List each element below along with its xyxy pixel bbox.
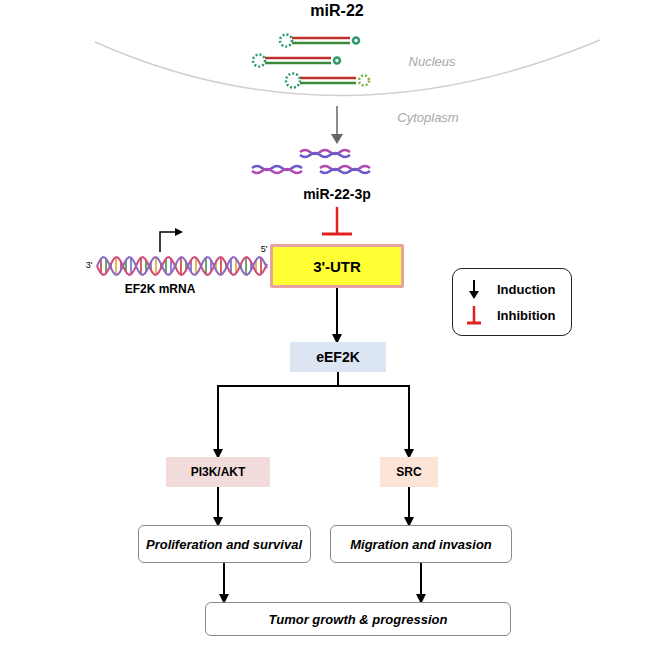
- region-label: Cytoplasm: [397, 110, 458, 125]
- outcome-box: Migration and invasion: [330, 525, 512, 563]
- node-text: Tumor growth & progression: [269, 612, 448, 627]
- result-box: Tumor growth & progression: [205, 602, 511, 636]
- arrowhead: [331, 134, 343, 144]
- outcome-box: Proliferation and survival: [138, 525, 311, 563]
- pathway-box: PI3K/AKT: [166, 457, 270, 487]
- mirna-label: miR-22-3p: [303, 186, 371, 202]
- node-text: SRC: [396, 465, 421, 479]
- inhibition-line: [336, 207, 339, 234]
- arrow-connector: [420, 563, 422, 602]
- arrow-connector: [217, 487, 219, 525]
- arrow-connector: [408, 487, 410, 525]
- inhibition-bar: [322, 233, 352, 236]
- kinase-box: eEF2K: [290, 342, 386, 372]
- legend-text: Induction: [497, 282, 556, 297]
- strand-end-label: 5': [261, 244, 268, 254]
- legend-sample: [465, 278, 487, 300]
- node-text: 3'-UTR: [313, 258, 361, 275]
- export-arrow: [336, 106, 338, 136]
- arrow-connector: [223, 563, 225, 602]
- legend-text: Inhibition: [497, 308, 555, 323]
- region-label: Nucleus: [409, 54, 456, 69]
- legend-row: Inhibition: [453, 304, 555, 326]
- node-text: eEF2K: [316, 349, 360, 365]
- arrow-connector: [218, 372, 338, 457]
- pathway-box: SRC: [380, 457, 438, 487]
- arrow-connector: [338, 372, 409, 457]
- nuclear-membrane: [95, 40, 600, 96]
- mirna-strands: [252, 150, 370, 173]
- legend-row: Induction: [453, 278, 556, 300]
- node-text: PI3K/AKT: [191, 465, 246, 479]
- arrow-connector: [336, 288, 338, 342]
- utr-box: 3'-UTR: [270, 244, 404, 288]
- mrna-label: EF2K mRNA: [125, 282, 196, 296]
- pre-mirna-hairpins: [253, 35, 369, 88]
- strand-end-label: 3': [86, 260, 93, 270]
- arrowhead: [175, 228, 183, 236]
- node-text: Migration and invasion: [350, 537, 492, 552]
- legend-sample: [465, 304, 487, 326]
- title-label: miR-22: [310, 2, 363, 20]
- node-text: Proliferation and survival: [146, 537, 302, 552]
- legend-box: InductionInhibition: [452, 268, 572, 336]
- mrna-helix: [97, 257, 267, 275]
- promoter-arrow: [160, 232, 176, 252]
